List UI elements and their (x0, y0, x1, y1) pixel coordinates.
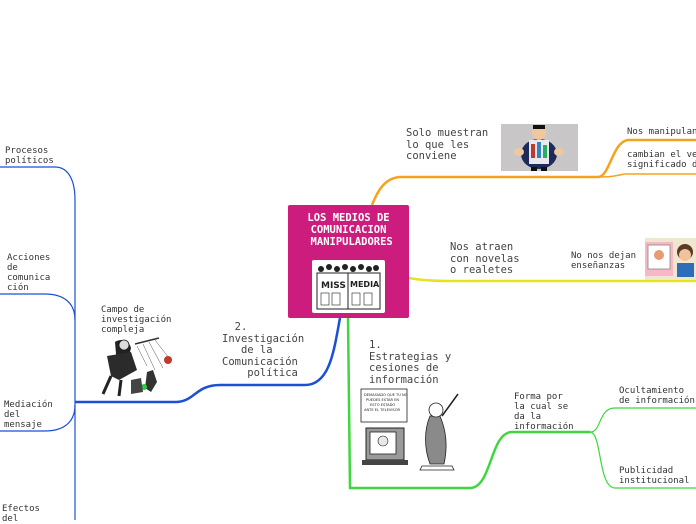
node-nos-atraen[interactable]: Nos atraen con novelas o realetes (450, 242, 520, 277)
node-cambian-significado[interactable]: cambian el ve significado d (627, 150, 696, 170)
tv-cartoon-illustration: DEMASIADO QUE TU NO PUEDES ESTAR EN ESTO… (358, 386, 470, 472)
node-ocultamiento[interactable]: Ocultamiento de información (619, 386, 695, 406)
link-ocultamiento (590, 408, 696, 432)
node-forma-informacion[interactable]: Forma por la cual se da la información (514, 392, 574, 432)
node-estrategias[interactable]: 1. Estrategias y cesiones de información (369, 340, 451, 386)
node-efectos[interactable]: Efectos del (2, 504, 40, 524)
tv-viewers-illustration (645, 238, 696, 280)
node-procesos-politicos[interactable]: Procesos políticos (5, 146, 54, 166)
node-mediacion-mensaje[interactable]: Mediación del mensaje (4, 400, 53, 430)
central-image: MISS MEDIA (312, 260, 385, 313)
central-topic[interactable]: LOS MEDIOS DE COMUNICACION MANIPULADORES… (288, 205, 409, 318)
node-investigacion[interactable]: 2. Investigación de la Comunicación polí… (222, 322, 304, 380)
puppet-master-illustration (97, 336, 177, 398)
businessman-illustration (501, 124, 578, 171)
link-acciones (0, 294, 75, 320)
central-image-text-right: MEDIA (350, 280, 380, 289)
node-campo-investigacion[interactable]: Campo de investigación compleja (101, 305, 171, 335)
node-solo-muestran[interactable]: Solo muestran lo que les conviene (406, 128, 488, 163)
node-no-nos-dejan[interactable]: No nos dejan enseñanzas (571, 251, 636, 271)
node-acciones-comunicacion[interactable]: Acciones de comunica ción (7, 253, 50, 293)
central-title: LOS MEDIOS DE COMUNICACION MANIPULADORES (288, 212, 409, 248)
link-cambian (598, 174, 696, 177)
central-image-text-left: MISS (321, 281, 346, 291)
node-publicidad[interactable]: Publicidad institucional (619, 466, 689, 486)
node-nos-manipulan[interactable]: Nos manipulan (627, 127, 696, 137)
